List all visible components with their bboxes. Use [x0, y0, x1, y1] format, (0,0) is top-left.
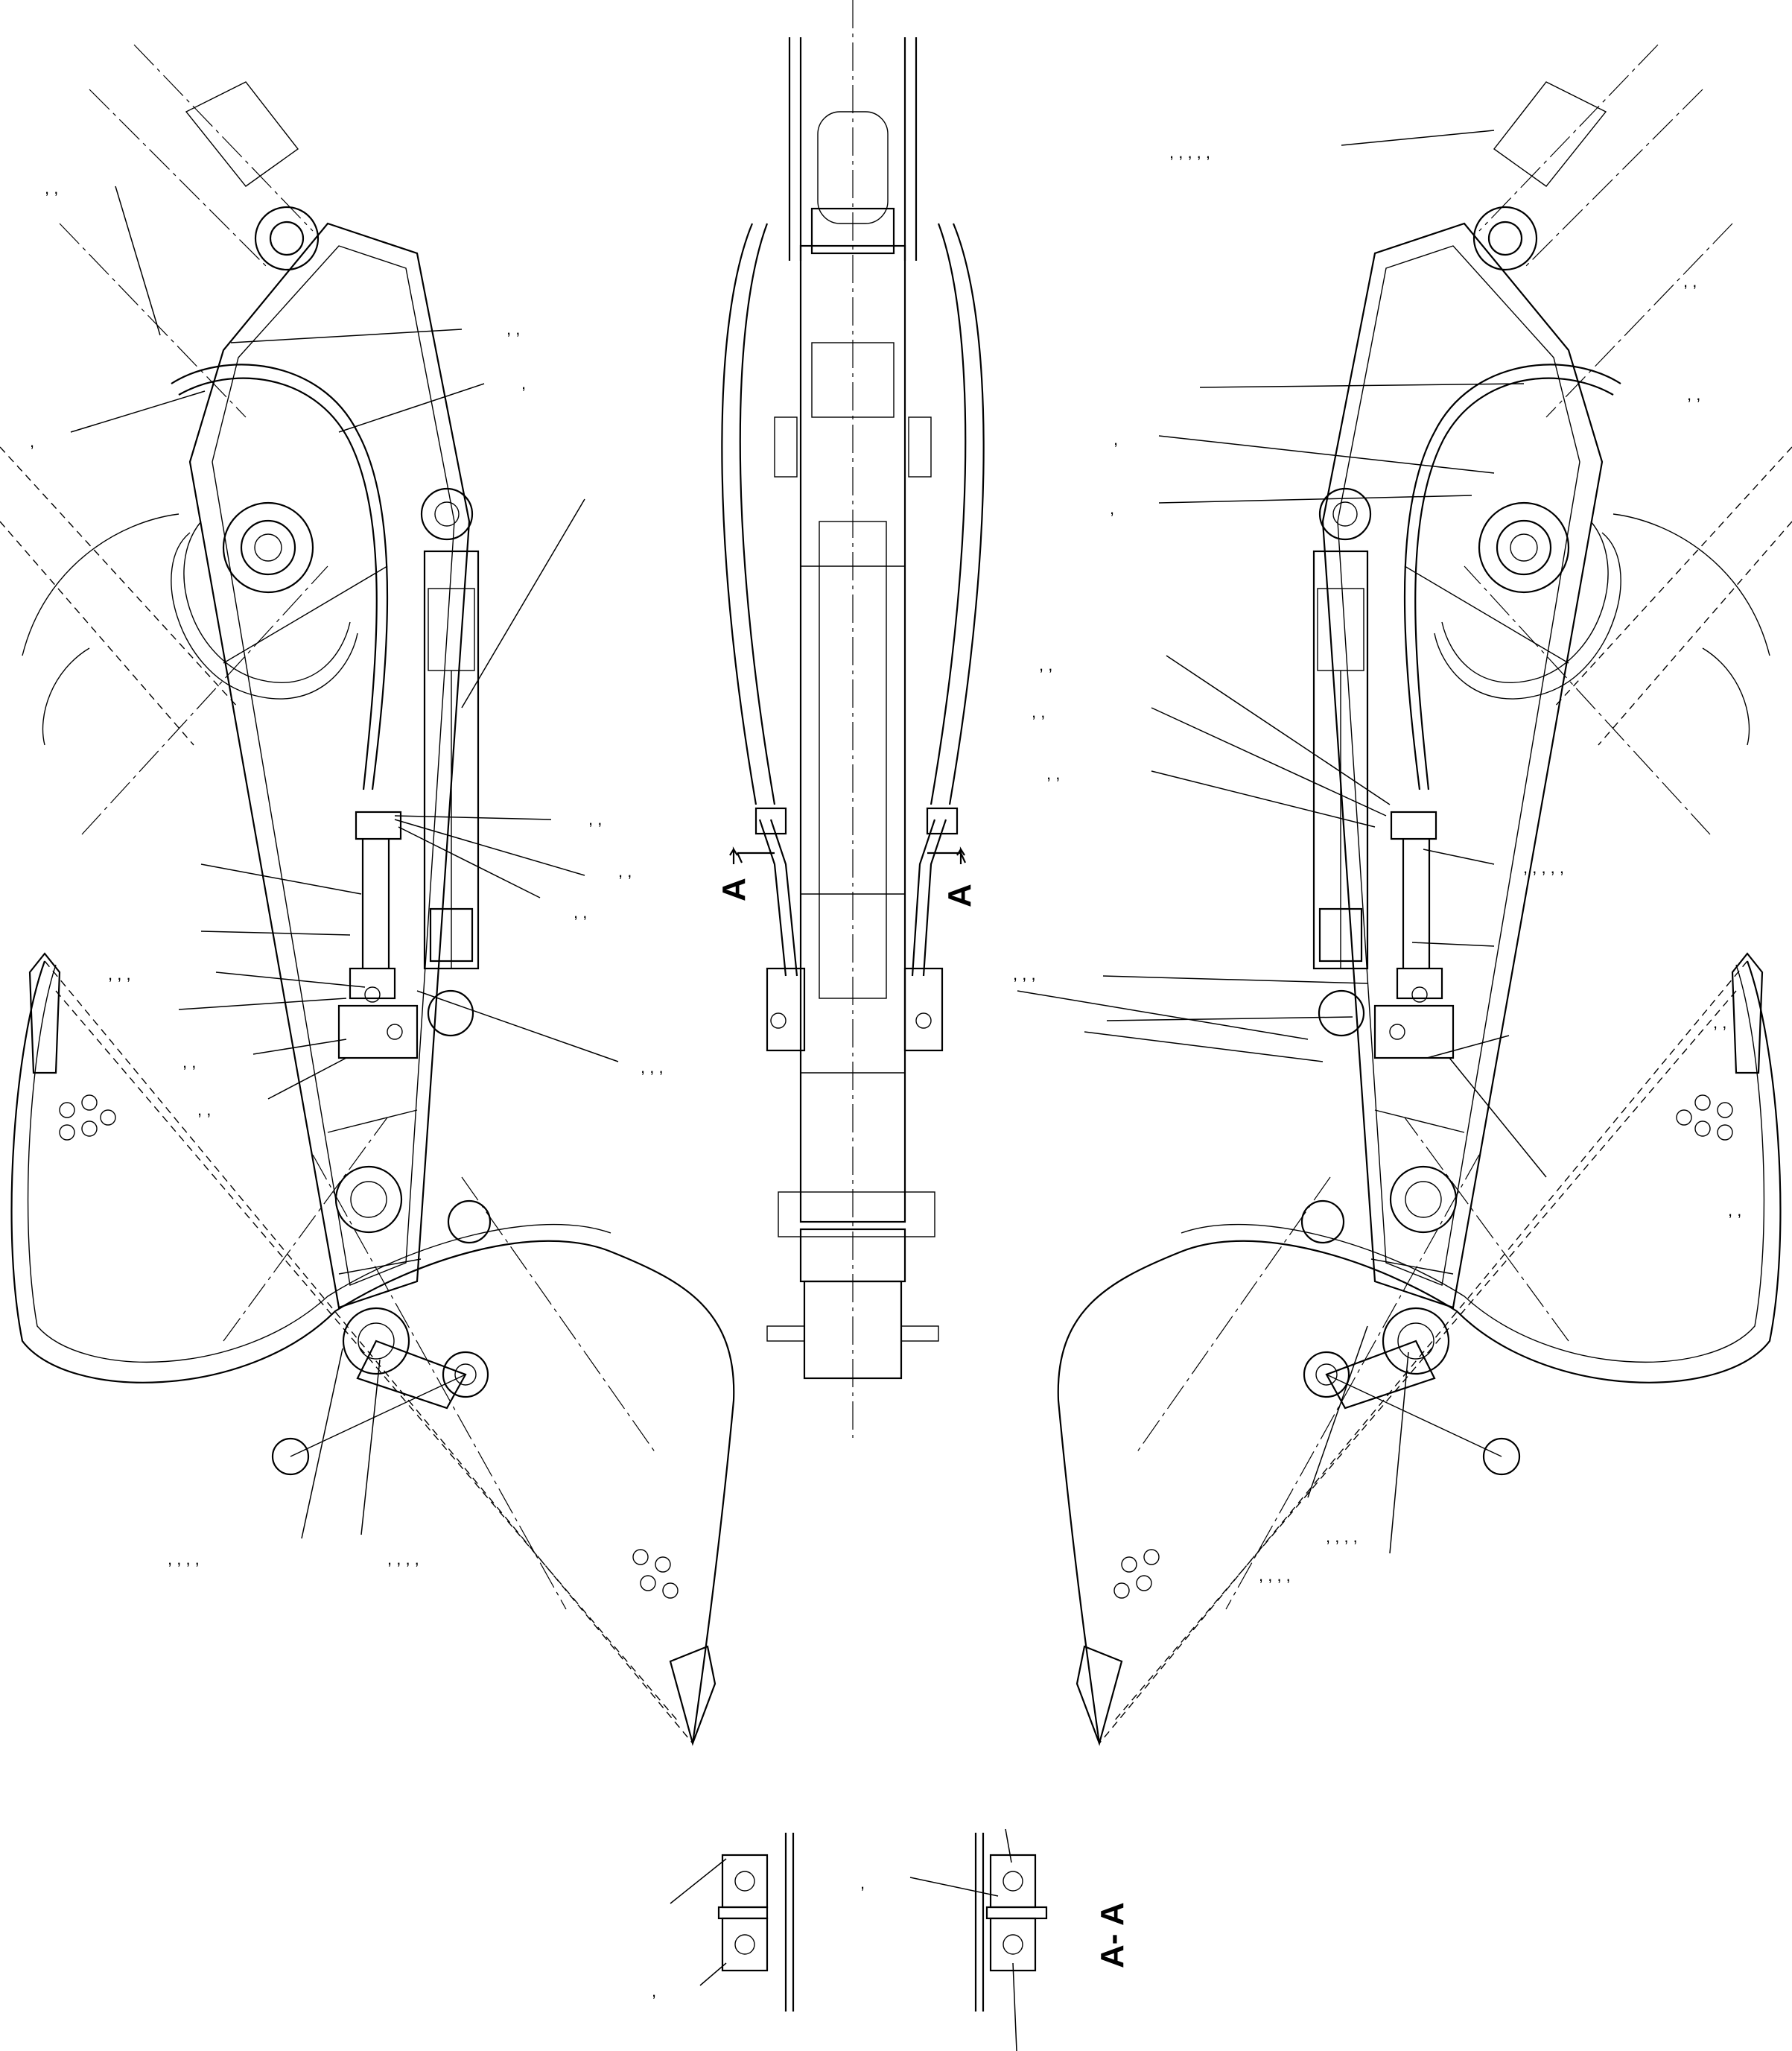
section-arrow-label: A [941, 884, 978, 907]
callout-mark: , , [573, 903, 587, 922]
left-view-leader-lines [70, 186, 619, 1539]
callout-mark: , , [1039, 656, 1052, 674]
callout-mark: , , , , , [1169, 143, 1210, 162]
section-arrow-right: A [941, 846, 978, 907]
callout-mark: , , , , [168, 1550, 200, 1568]
callout-mark: , , [182, 1053, 196, 1071]
callout-mark: , , [618, 862, 632, 881]
section-a-a-detail: , , A- A [652, 1828, 1131, 2051]
callout-mark: , , , , [387, 1550, 419, 1568]
callout-mark: , , [197, 1100, 211, 1119]
section-view-title: A- A [1094, 1902, 1131, 1968]
callout-mark: , , [1713, 1013, 1726, 1032]
callout-mark: , [30, 432, 34, 451]
callout-mark: , , [1683, 272, 1697, 291]
right-view-callout-marks: , , , , , , , , , , , , , , , , , , , , … [1013, 143, 1741, 1585]
callout-mark: , , [1728, 1201, 1741, 1220]
callout-mark: , , [588, 810, 602, 828]
callout-mark: , , [45, 179, 58, 197]
callout-mark: , , [1687, 385, 1700, 404]
right-side-view: , , , , , , , , , , , , , , , , , , , , … [1013, 43, 1792, 1745]
callout-mark: , [652, 1982, 656, 2000]
callout-mark: , [1110, 499, 1114, 518]
callout-mark: , [521, 374, 526, 393]
right-view-leader-lines [1017, 130, 1547, 1554]
section-arrow-left: A [716, 846, 752, 901]
center-front-view: A A [716, 0, 985, 1438]
callout-mark: , , , [108, 965, 131, 983]
callout-mark: , , , [641, 1058, 664, 1077]
left-view-callout-marks: , , , , , , , , , , , , , , , , , , , , … [30, 179, 664, 1568]
callout-mark: , , , , , [1523, 858, 1564, 877]
callout-mark: , , [1032, 703, 1045, 721]
section-arrow-label: A [716, 878, 752, 901]
callout-mark: , [860, 1874, 865, 1892]
callout-mark: , , , [1013, 965, 1036, 983]
callout-mark: , , , , [1259, 1566, 1291, 1585]
callout-mark: , , [506, 320, 520, 338]
callout-mark: , , , , [1326, 1527, 1358, 1546]
callout-mark: , , [1046, 764, 1060, 783]
callout-mark: , [1113, 430, 1118, 448]
left-side-view: , , , , , , , , , , , , , , , , , , , , … [0, 43, 735, 1745]
